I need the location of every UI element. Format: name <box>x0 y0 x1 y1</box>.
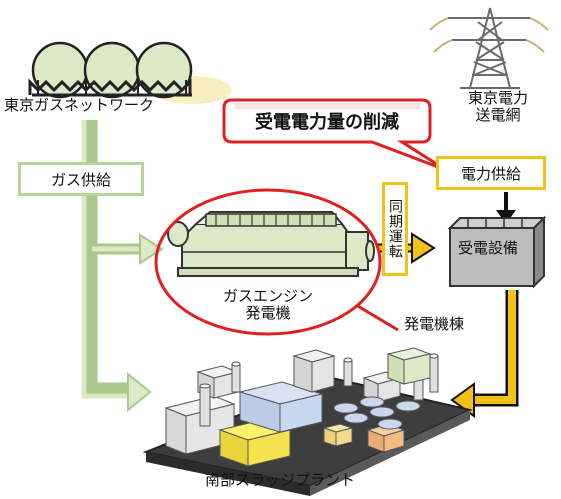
power-supply-label: 電力供給 <box>460 164 521 183</box>
power-supply-box: 電力供給 <box>436 156 546 190</box>
transmission-tower-icon <box>429 7 549 89</box>
engine-highlight-ellipse <box>154 188 382 336</box>
reduction-callout-text: 受電電力量の削減 <box>255 112 399 133</box>
tokyo-power-grid-label: 東京電力 送電網 <box>458 89 538 125</box>
sync-operation-box: 同期運転 <box>382 182 408 276</box>
sludge-plant-label: 南部スラッジプラント <box>204 471 355 489</box>
gas-supply-pipeline <box>81 120 164 413</box>
gas-tanks-icon <box>28 41 232 104</box>
gas-engine-generator-icon <box>167 211 375 277</box>
reduction-callout-bubble <box>222 98 447 172</box>
engine-leader-line <box>355 303 399 332</box>
tokyo-power-grid-line2: 送電網 <box>475 106 521 125</box>
gas-engine-line2: 発電機 <box>245 304 291 323</box>
tokyo-power-grid-line1: 東京電力 <box>467 89 528 107</box>
sync-operation-label: 同期運転 <box>387 199 403 259</box>
gas-arrow-to-engine <box>139 233 164 265</box>
reduction-callout: 受電電力量の削減 <box>226 102 428 140</box>
sludge-plant-illustration <box>142 347 474 496</box>
gas-engine-line1: ガスエンジン <box>222 287 313 305</box>
gas-supply-box: ガス供給 <box>18 162 144 196</box>
receiving-equipment-label: 受電設備 <box>458 239 519 257</box>
receiving-equipment-icon <box>447 215 547 289</box>
tokyo-gas-network-label: 東京ガスネットワーク <box>4 96 155 114</box>
gas-supply-label: ガス供給 <box>50 170 111 189</box>
gas-arrow-to-plant <box>127 371 152 413</box>
sync-arrow <box>411 232 436 264</box>
gas-engine-label: ガスエンジン 発電機 <box>208 287 328 323</box>
generator-building-label: 発電機棟 <box>404 315 465 333</box>
